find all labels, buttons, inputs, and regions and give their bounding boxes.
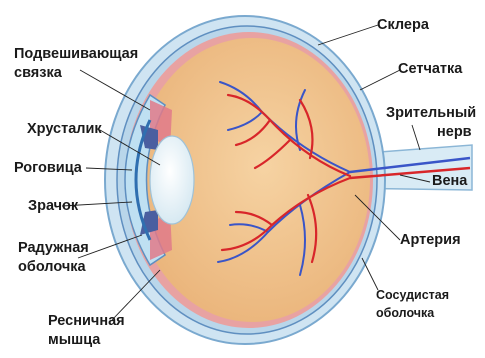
label-retina: Сетчатка [398,61,462,78]
label-optic-nerve-line1: Зрительный [386,105,476,122]
lens [150,136,194,224]
label-iris-line2: оболочка [18,259,86,276]
label-ciliary-muscle-line2: мышца [48,332,100,349]
label-optic-nerve-line2: нерв [437,124,472,141]
label-vein: Вена [432,173,467,190]
label-choroid-line2: оболочка [376,306,434,321]
label-pupil: Зрачок [28,198,78,215]
label-iris-line1: Радужная [18,240,89,257]
label-suspensory-ligament-line2: связка [14,65,62,82]
label-choroid-line1: Сосудистая [376,288,449,303]
label-sclera: Склера [377,17,429,34]
label-suspensory-ligament-line1: Подвешивающая [14,46,138,63]
label-ciliary-muscle-line1: Ресничная [48,313,125,330]
label-artery: Артерия [400,232,461,249]
label-lens: Хрусталик [27,121,102,138]
label-cornea: Роговица [14,160,82,177]
